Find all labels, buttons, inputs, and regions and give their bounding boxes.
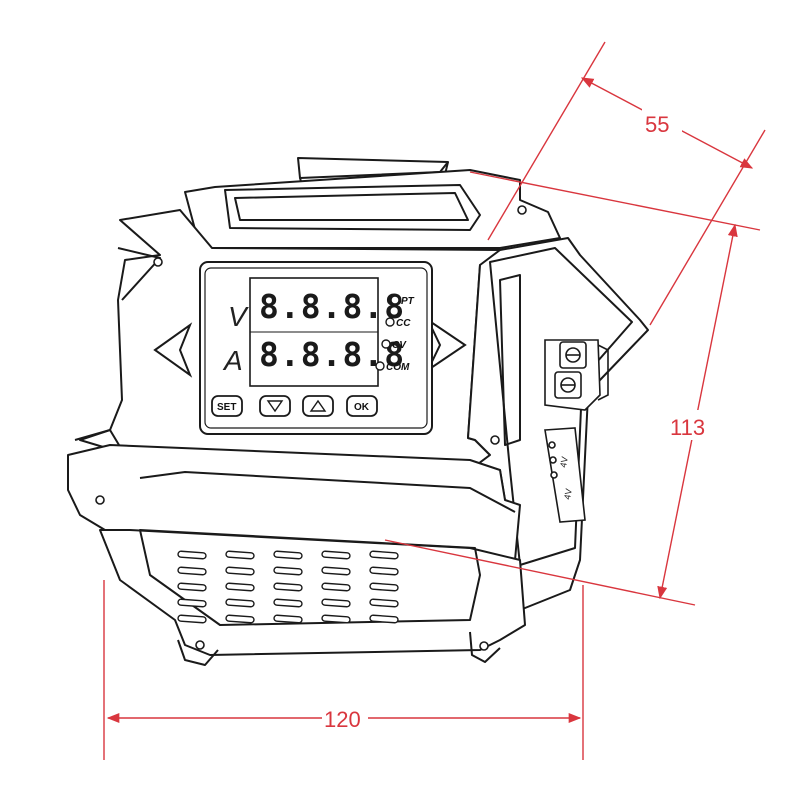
voltage-readout: 8.8.8.8 (259, 287, 405, 326)
depth-extension-left (487, 41, 606, 241)
dimension-labels: 120 113 55 (322, 108, 714, 732)
screw-terminal-block (544, 339, 609, 411)
indicator-cv: CV (381, 339, 407, 351)
down-button[interactable] (259, 395, 291, 417)
led-icon (390, 295, 400, 305)
vent-slot (177, 566, 207, 576)
triangle-down-icon (266, 400, 284, 413)
mount-hole-bottom-right (479, 641, 489, 651)
indicator-cc: CC (385, 317, 411, 329)
indicator-label: CV (392, 340, 407, 351)
led-icon (385, 317, 395, 327)
mount-hole-top-right (517, 205, 527, 215)
mounting-holes (95, 205, 527, 651)
vent-slot (225, 582, 255, 592)
height-dimension-label: 113 (670, 415, 705, 440)
current-label: A (222, 345, 243, 376)
vent-slot (321, 550, 351, 560)
width-dimension-label: 120 (324, 707, 361, 732)
height-extension-bottom (384, 539, 696, 606)
vent-slot (177, 550, 207, 560)
indicator-label: CC (396, 318, 411, 329)
ok-button[interactable]: OK (346, 395, 378, 417)
vent-slot (177, 614, 207, 624)
set-button-label: SET (217, 402, 236, 413)
vent-slot (369, 550, 399, 560)
led-icon (375, 361, 385, 371)
set-button[interactable]: SET (211, 395, 243, 417)
voltage-label: V (228, 301, 249, 332)
vent-slot (321, 598, 351, 608)
mount-hole-mid-left (95, 495, 105, 505)
indicator-list: PT CC CV COM (375, 295, 415, 373)
right-arrow-icon (425, 317, 467, 373)
vent-slot (369, 598, 399, 608)
vent-slot (177, 582, 207, 592)
pin-header-connector: 4V 4V (544, 427, 586, 523)
vent-slot (177, 598, 207, 608)
up-button[interactable] (302, 395, 334, 417)
triangle-up-icon (309, 399, 327, 412)
control-panel: V A 8.8.8.8 8.8.8.8 PT CC CV COM (199, 261, 433, 435)
mount-hole-mid-right (490, 435, 500, 445)
left-arrow-icon (153, 322, 193, 378)
indicator-com: COM (375, 361, 410, 373)
vent-slot (225, 566, 255, 576)
vent-slot (273, 566, 303, 576)
vent-slot (369, 582, 399, 592)
vent-slot (273, 598, 303, 608)
side-arrows (153, 317, 467, 378)
terminal-label: 4V (562, 488, 574, 501)
ok-button-label: OK (354, 402, 370, 413)
led-icon (381, 339, 391, 349)
vent-slot (369, 566, 399, 576)
vent-slot (273, 582, 303, 592)
mount-hole-bottom-left (195, 640, 205, 650)
vent-slot (273, 550, 303, 560)
vent-slot (321, 566, 351, 576)
vent-slot (321, 614, 351, 624)
vent-slot (273, 614, 303, 624)
vent-slot (225, 614, 255, 624)
indicator-label: COM (386, 362, 410, 373)
indicator-label: PT (401, 296, 415, 307)
indicator-pt: PT (390, 295, 415, 307)
vent-slot (369, 614, 399, 624)
mount-hole-top-left (153, 257, 163, 267)
vent-slot (225, 550, 255, 560)
vent-slot (321, 582, 351, 592)
terminal-label: 4V (558, 456, 570, 469)
vent-slots (177, 550, 399, 624)
depth-dimension-label: 55 (645, 112, 669, 137)
vent-slot (225, 598, 255, 608)
